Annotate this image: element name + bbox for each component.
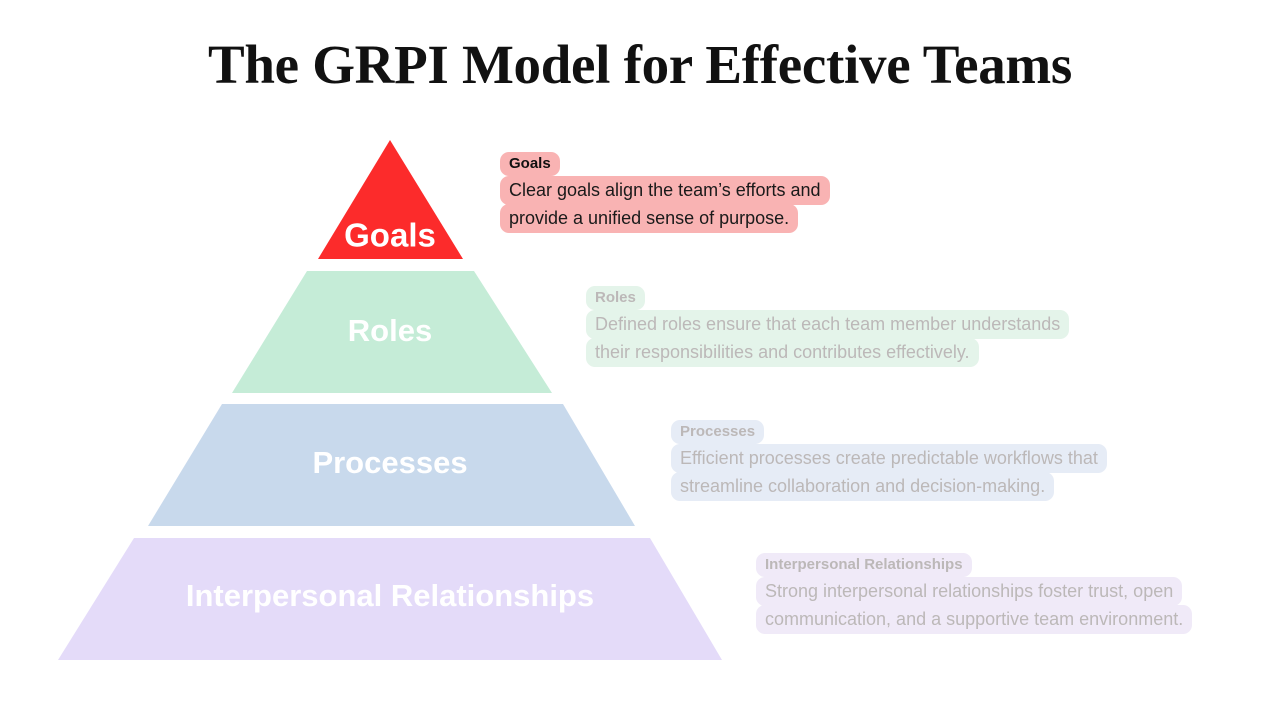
callout-interpersonal[interactable]: Interpersonal Relationships Strong inter… (756, 553, 1193, 634)
callout-interpersonal-line-2: communication, and a supportive team env… (756, 605, 1193, 634)
callout-processes-line-1: Efficient processes create predictable w… (671, 444, 1107, 473)
pyramid-tier-roles[interactable]: Roles (232, 271, 552, 393)
callout-processes[interactable]: Processes Efficient processes create pre… (671, 420, 1107, 501)
callout-processes-line-2: streamline collaboration and decision-ma… (671, 472, 1055, 501)
grpi-pyramid: Goals Roles Processes Interpersonal Rela… (58, 140, 722, 660)
callout-goals-heading: Goals (500, 152, 560, 176)
pyramid-tier-processes-label: Processes (312, 445, 467, 480)
pyramid-tier-roles-label: Roles (348, 313, 432, 348)
pyramid-tier-goals-label: Goals (344, 217, 436, 254)
callout-goals-line-1: Clear goals align the team’s efforts and (500, 176, 830, 205)
pyramid-tier-goals[interactable]: Goals (318, 140, 463, 259)
callout-goals-line-2: provide a unified sense of purpose. (500, 204, 799, 233)
callout-roles-heading: Roles (586, 286, 645, 310)
callout-interpersonal-line-1: Strong interpersonal relationships foste… (756, 577, 1183, 606)
page-title: The GRPI Model for Effective Teams (207, 34, 1073, 95)
pyramid-tier-roles-shape[interactable] (232, 271, 552, 393)
callout-roles[interactable]: Roles Defined roles ensure that each tea… (586, 286, 1070, 367)
callout-interpersonal-heading: Interpersonal Relationships (756, 553, 972, 577)
pyramid-tier-interpersonal-label: Interpersonal Relationships (186, 578, 594, 613)
pyramid-tier-processes[interactable]: Processes (148, 404, 635, 526)
callout-roles-line-2: their responsibilities and contributes e… (586, 338, 979, 367)
pyramid-tier-interpersonal[interactable]: Interpersonal Relationships (58, 538, 722, 660)
pyramid-tier-interpersonal-shape[interactable] (58, 538, 722, 660)
callout-processes-heading: Processes (671, 420, 765, 444)
callout-goals[interactable]: Goals Clear goals align the team’s effor… (500, 152, 830, 233)
callout-roles-line-1: Defined roles ensure that each team memb… (586, 310, 1070, 339)
pyramid-tier-processes-shape[interactable] (148, 404, 635, 526)
pyramid-tier-goals-shape[interactable] (318, 140, 463, 259)
